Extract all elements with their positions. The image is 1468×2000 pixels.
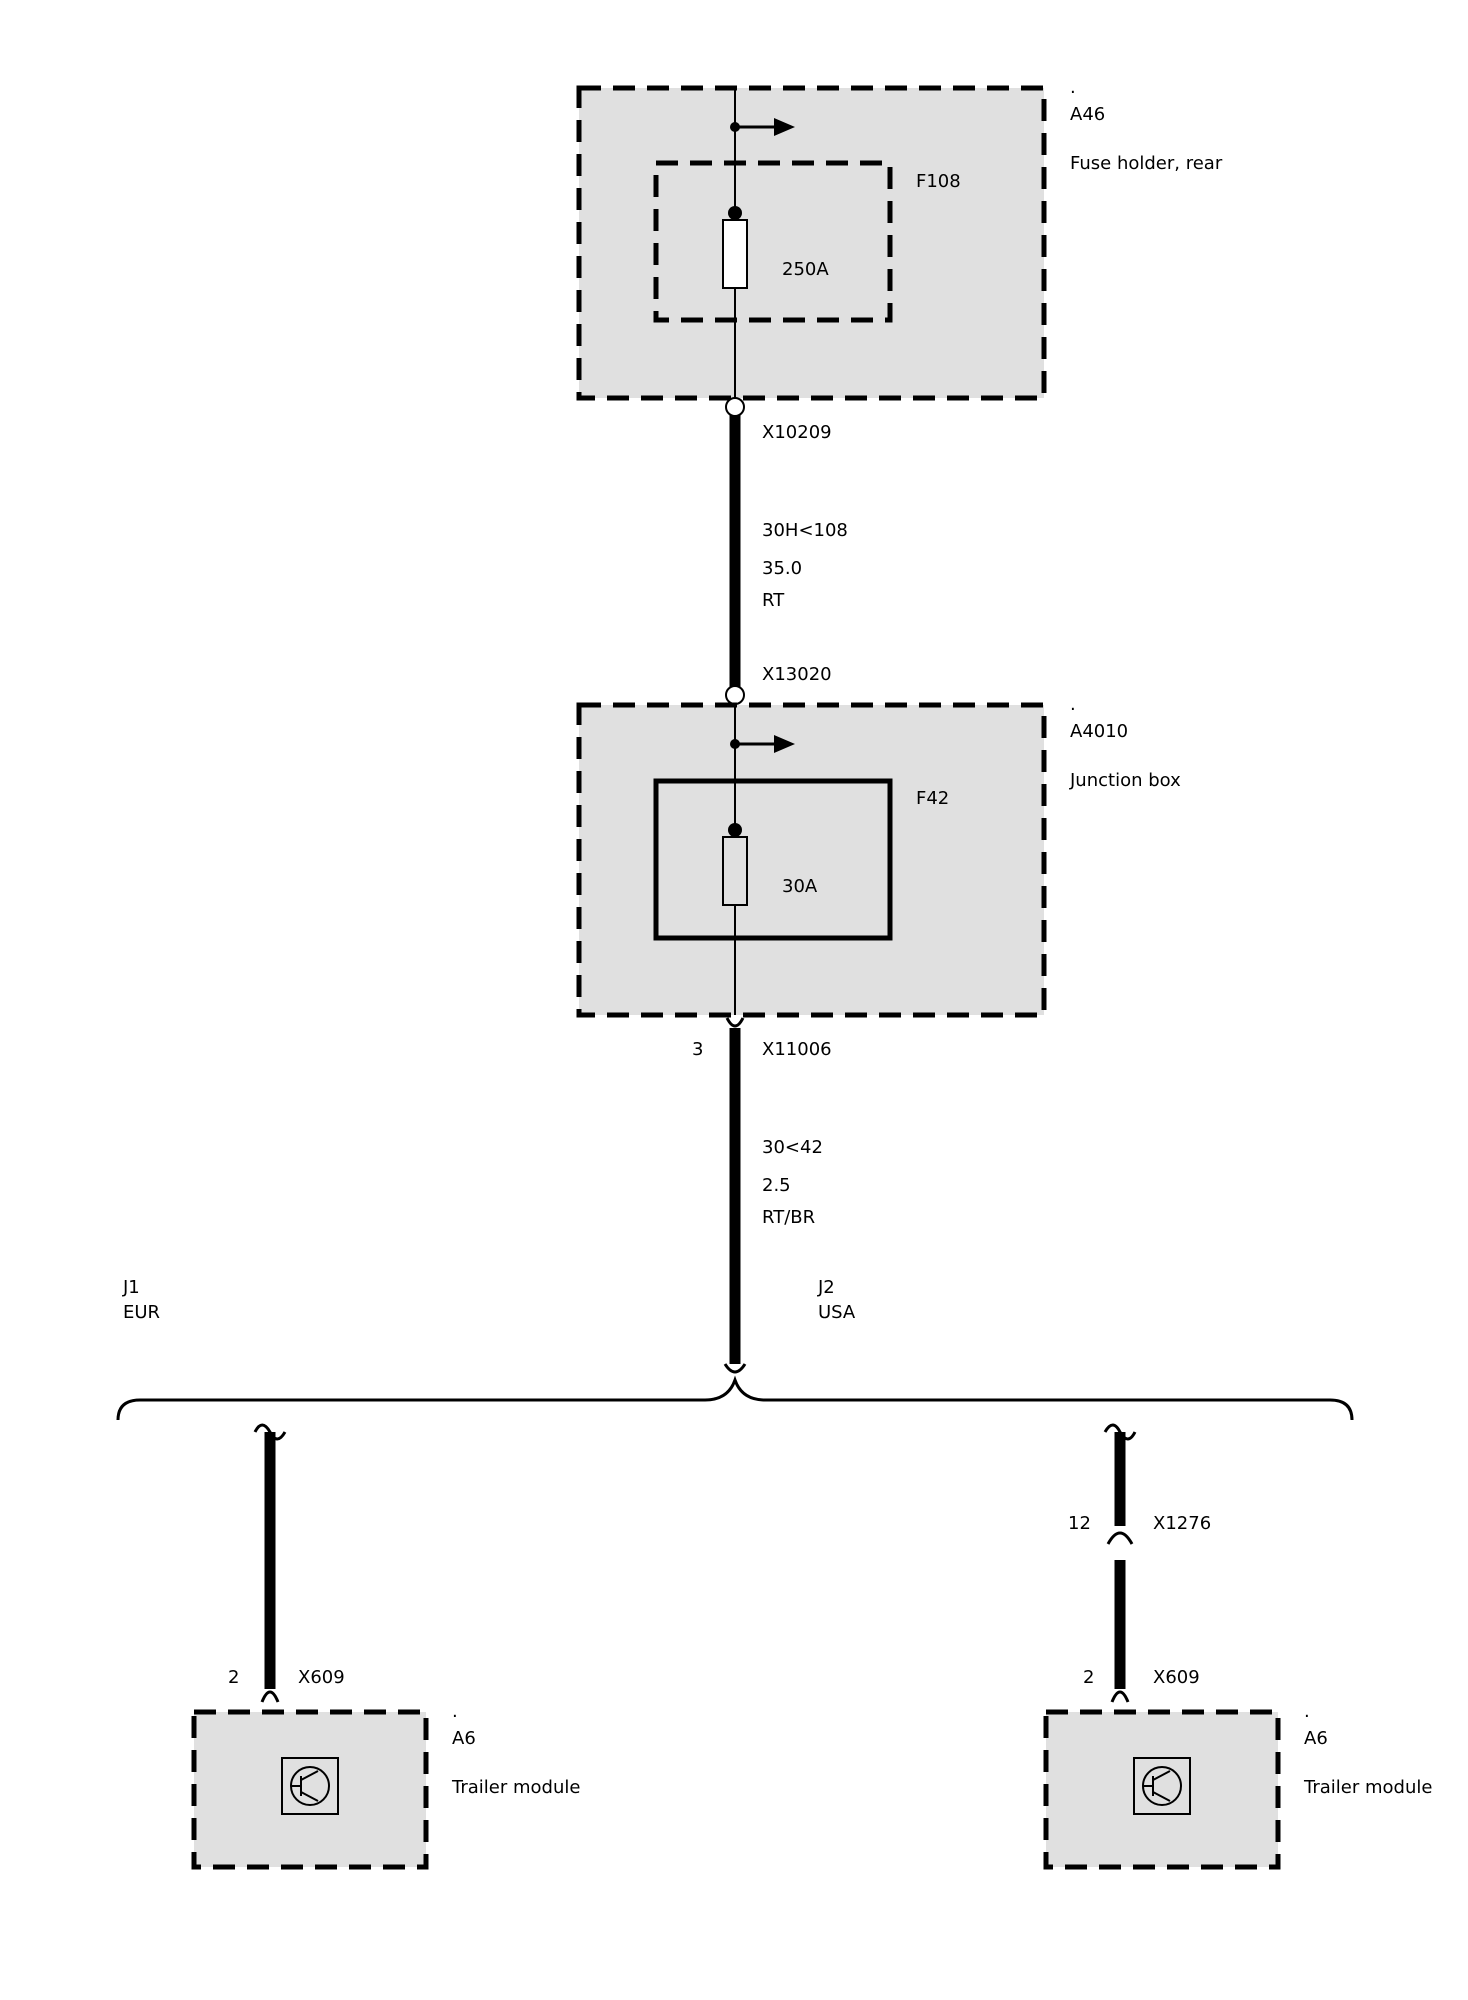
- x10209-label: X10209: [762, 422, 832, 443]
- x11006-pin: 3: [692, 1039, 703, 1060]
- x609-right-pin: 2: [1083, 1667, 1094, 1688]
- wire2-circuit: 30<42: [762, 1137, 823, 1158]
- j1-region: EUR: [123, 1302, 160, 1323]
- x1276-pin: 12: [1068, 1513, 1091, 1534]
- a4010-dot: .: [1070, 694, 1076, 715]
- wire1-color: RT: [762, 590, 785, 611]
- a6-right-trailer-module-box: [1043, 1709, 1281, 1870]
- f108-id: F108: [916, 171, 961, 192]
- wire1-circuit: 30H<108: [762, 520, 848, 541]
- a46-desc: Fuse holder, rear: [1070, 153, 1223, 174]
- a4010-id: A4010: [1070, 721, 1128, 742]
- a6-left-dot: .: [452, 1701, 458, 1722]
- a6-right-dot: .: [1304, 1701, 1310, 1722]
- f108-fuse-box: [653, 160, 893, 323]
- x13020-connector-icon: [725, 685, 745, 705]
- x609-left-pin: 2: [228, 1667, 239, 1688]
- variant-brace: [116, 1375, 1354, 1421]
- f42-fuse-box: [653, 778, 893, 941]
- a6-left-trailer-module-box: [191, 1709, 429, 1870]
- a6-left-id: A6: [452, 1728, 476, 1749]
- f42-id: F42: [916, 788, 949, 809]
- a46-dot: .: [1070, 77, 1076, 98]
- f108-fuse-top-dot: [728, 206, 742, 220]
- f108-fuse-symbol-icon: [722, 219, 748, 289]
- x609-right-connector-icon: [1110, 1690, 1130, 1703]
- x10209-connector-icon: [725, 397, 745, 417]
- j2-id: J2: [817, 1277, 835, 1298]
- x13020-label: X13020: [762, 664, 832, 685]
- f42-rating: 30A: [782, 876, 818, 897]
- f108-rating: 250A: [782, 259, 829, 280]
- a46-branch-arrow-icon: [774, 118, 795, 136]
- a4010-branch-arrow-icon: [774, 735, 795, 753]
- a6-right-transistor-icon: [1133, 1757, 1191, 1815]
- wire1-gauge: 35.0: [762, 558, 802, 579]
- x11006-connector-icon: [725, 1017, 745, 1028]
- x1276-label: X1276: [1153, 1513, 1211, 1534]
- f42-fuse-symbol-icon: [722, 836, 748, 906]
- x609-left-connector-icon: [260, 1690, 280, 1703]
- wire-3042-end-icon: [723, 1363, 747, 1374]
- a6-left-desc: Trailer module: [451, 1777, 580, 1798]
- a6-right-desc: Trailer module: [1303, 1777, 1432, 1798]
- j1-id: J1: [122, 1277, 140, 1298]
- f42-fuse-top-dot: [728, 823, 742, 837]
- wire2-gauge: 2.5: [762, 1175, 791, 1196]
- a6-right-id: A6: [1304, 1728, 1328, 1749]
- x1276-connector-icon: [1106, 1531, 1134, 1545]
- a46-id: A46: [1070, 104, 1105, 125]
- j2-region: USA: [818, 1302, 856, 1323]
- x11006-label: X11006: [762, 1039, 832, 1060]
- x609-left-label: X609: [298, 1667, 345, 1688]
- wire2-color: RT/BR: [762, 1207, 815, 1228]
- x609-right-label: X609: [1153, 1667, 1200, 1688]
- a4010-desc: Junction box: [1069, 770, 1181, 791]
- a6-left-transistor-icon: [281, 1757, 339, 1815]
